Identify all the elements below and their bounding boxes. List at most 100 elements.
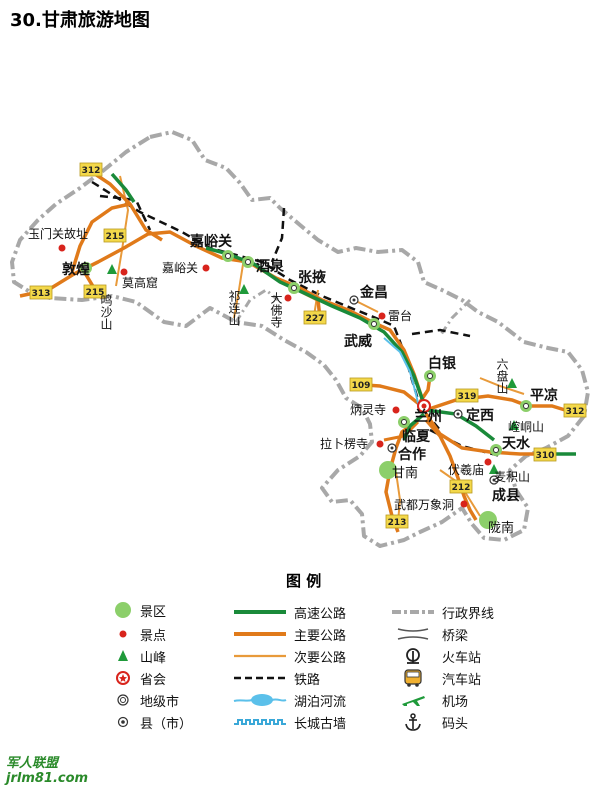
legend-item-airport: 机场 bbox=[390, 690, 468, 710]
legend-title: 图 例 bbox=[286, 572, 322, 590]
secondary-road bbox=[233, 257, 245, 319]
label-binglingsi: 炳灵寺 bbox=[350, 403, 386, 417]
label-jiayuguan-spot: 嘉峪关 bbox=[162, 261, 198, 275]
road-shield-212: 212 bbox=[449, 479, 473, 494]
mountain-maijishan bbox=[489, 464, 499, 474]
label-lanzhou: 兰州 bbox=[414, 408, 442, 425]
svg-text:312: 312 bbox=[82, 166, 101, 176]
expressway-lanzhou-dingxi bbox=[425, 408, 496, 442]
label-jiuquan: 酒泉 bbox=[256, 258, 285, 275]
label-yumenguan: 玉门关故址 bbox=[28, 226, 88, 241]
mountain-liupanshan bbox=[507, 378, 517, 388]
legend-item-main-road: 主要公路 bbox=[232, 624, 346, 644]
spot-jiayuguan bbox=[202, 264, 210, 272]
main-road-212 bbox=[424, 418, 478, 521]
city-marker-jinchang bbox=[349, 295, 359, 305]
railway-icon bbox=[234, 676, 286, 680]
city-marker-tianshui bbox=[490, 444, 502, 456]
legend-item-scenic-area: 景区 bbox=[112, 600, 166, 620]
mountain-kongtongshan bbox=[509, 420, 519, 430]
svg-text:319: 319 bbox=[458, 392, 477, 402]
scenic-area-gannan bbox=[379, 461, 397, 479]
label-pingliang: 平凉 bbox=[530, 387, 558, 404]
road-shield-312-nw: 312 bbox=[79, 162, 103, 177]
road-shield-319: 319 bbox=[455, 388, 479, 403]
road-shield-215-b: 215 bbox=[83, 284, 107, 299]
bus-station-icon bbox=[404, 669, 422, 687]
label-wudu: 武都万象洞 bbox=[394, 498, 454, 512]
city-marker-jiayuguan bbox=[222, 250, 234, 262]
expressway-icon bbox=[234, 610, 286, 614]
legend-item-railway: 铁路 bbox=[232, 668, 320, 688]
secondary-road bbox=[479, 377, 525, 395]
label-labulengsi: 拉卜楞寺 bbox=[320, 436, 368, 451]
city-marker-hezuo bbox=[387, 443, 397, 453]
city-marker-dingxi bbox=[453, 409, 463, 419]
provincial-capital-marker-lanzhou bbox=[417, 399, 431, 413]
spot-yumenguan bbox=[58, 244, 66, 252]
label-linxia: 临夏 bbox=[402, 428, 431, 445]
main-road-icon bbox=[234, 632, 286, 636]
svg-text:213: 213 bbox=[388, 518, 407, 528]
city-marker-jiuquan bbox=[242, 256, 254, 268]
legend-item-great-wall: 长城古墙 bbox=[232, 712, 346, 732]
legend-item-prefecture-city: 地级市 bbox=[112, 690, 179, 710]
city-marker-zhangye bbox=[288, 282, 300, 294]
main-road-215 bbox=[70, 202, 131, 273]
svg-text:313: 313 bbox=[32, 289, 51, 299]
svg-text:109: 109 bbox=[352, 381, 371, 391]
label-gannan: 甘南 bbox=[392, 465, 418, 481]
railway-branch bbox=[99, 194, 152, 231]
road-shield-312-e: 312 bbox=[563, 403, 587, 418]
road-shield-109: 109 bbox=[349, 377, 373, 392]
svg-text:215: 215 bbox=[86, 288, 105, 298]
legend-item-train-station: 火车站 bbox=[390, 646, 481, 666]
label-dafosi: 大佛寺 bbox=[269, 292, 283, 328]
legend-item-bridge: 桥梁 bbox=[390, 624, 468, 644]
county-icon bbox=[117, 716, 129, 728]
svg-text:227: 227 bbox=[306, 314, 325, 324]
bridge-icon bbox=[397, 628, 429, 640]
label-mingshashan: 鸣沙山 bbox=[99, 293, 113, 330]
scenic-area-longnan bbox=[479, 511, 497, 529]
label-leitai: 雷台 bbox=[388, 308, 412, 323]
secondary-road-icon bbox=[234, 654, 286, 658]
great-wall-icon bbox=[234, 719, 286, 725]
train-station-icon bbox=[406, 648, 420, 664]
legend-item-secondary-road: 次要公路 bbox=[232, 646, 346, 666]
spot-labulengsi bbox=[376, 440, 384, 448]
road-shield-227: 227 bbox=[303, 310, 327, 325]
legend-item-pier: 码头 bbox=[390, 712, 468, 732]
label-kongtongshan: 崆峒山 bbox=[508, 419, 544, 434]
scenic-area-icon bbox=[115, 602, 131, 618]
label-tianshui: 天水 bbox=[502, 435, 531, 452]
legend-item-boundary: 行政界线 bbox=[390, 602, 494, 622]
legend-item-spot: 景点 bbox=[112, 624, 166, 644]
pier-icon bbox=[405, 713, 421, 731]
spot-wudu bbox=[460, 500, 468, 508]
lake-river-icon bbox=[233, 694, 287, 706]
city-marker-linxia bbox=[398, 416, 410, 428]
legend-item-expressway: 高速公路 bbox=[232, 602, 346, 622]
label-longnan: 陇南 bbox=[488, 520, 514, 536]
spot-leitai bbox=[378, 312, 386, 320]
label-liupanshan: 六盘山 bbox=[495, 358, 509, 394]
mountain-icon bbox=[118, 650, 128, 661]
label-jinchang: 金昌 bbox=[359, 284, 388, 301]
label-mogaoku: 莫高窟 bbox=[122, 275, 158, 290]
spot-mogaoku bbox=[120, 268, 128, 276]
spot-icon bbox=[119, 630, 127, 638]
legend-item-lake-river: 湖泊河流 bbox=[232, 690, 346, 710]
label-qilianshan: 祁连山 bbox=[227, 289, 241, 326]
label-baiyin: 白银 bbox=[428, 355, 457, 372]
label-wuwei: 武威 bbox=[344, 333, 372, 350]
city-marker-pingliang bbox=[520, 400, 532, 412]
legend-item-mountain: 山峰 bbox=[112, 646, 166, 666]
label-chengxian: 成县 bbox=[492, 487, 520, 504]
label-zhangye: 张掖 bbox=[298, 269, 327, 286]
svg-text:215: 215 bbox=[106, 232, 125, 242]
svg-text:312: 312 bbox=[566, 407, 585, 417]
expressway-nw bbox=[110, 172, 136, 203]
watermark-title: 军人联盟 bbox=[6, 756, 59, 771]
